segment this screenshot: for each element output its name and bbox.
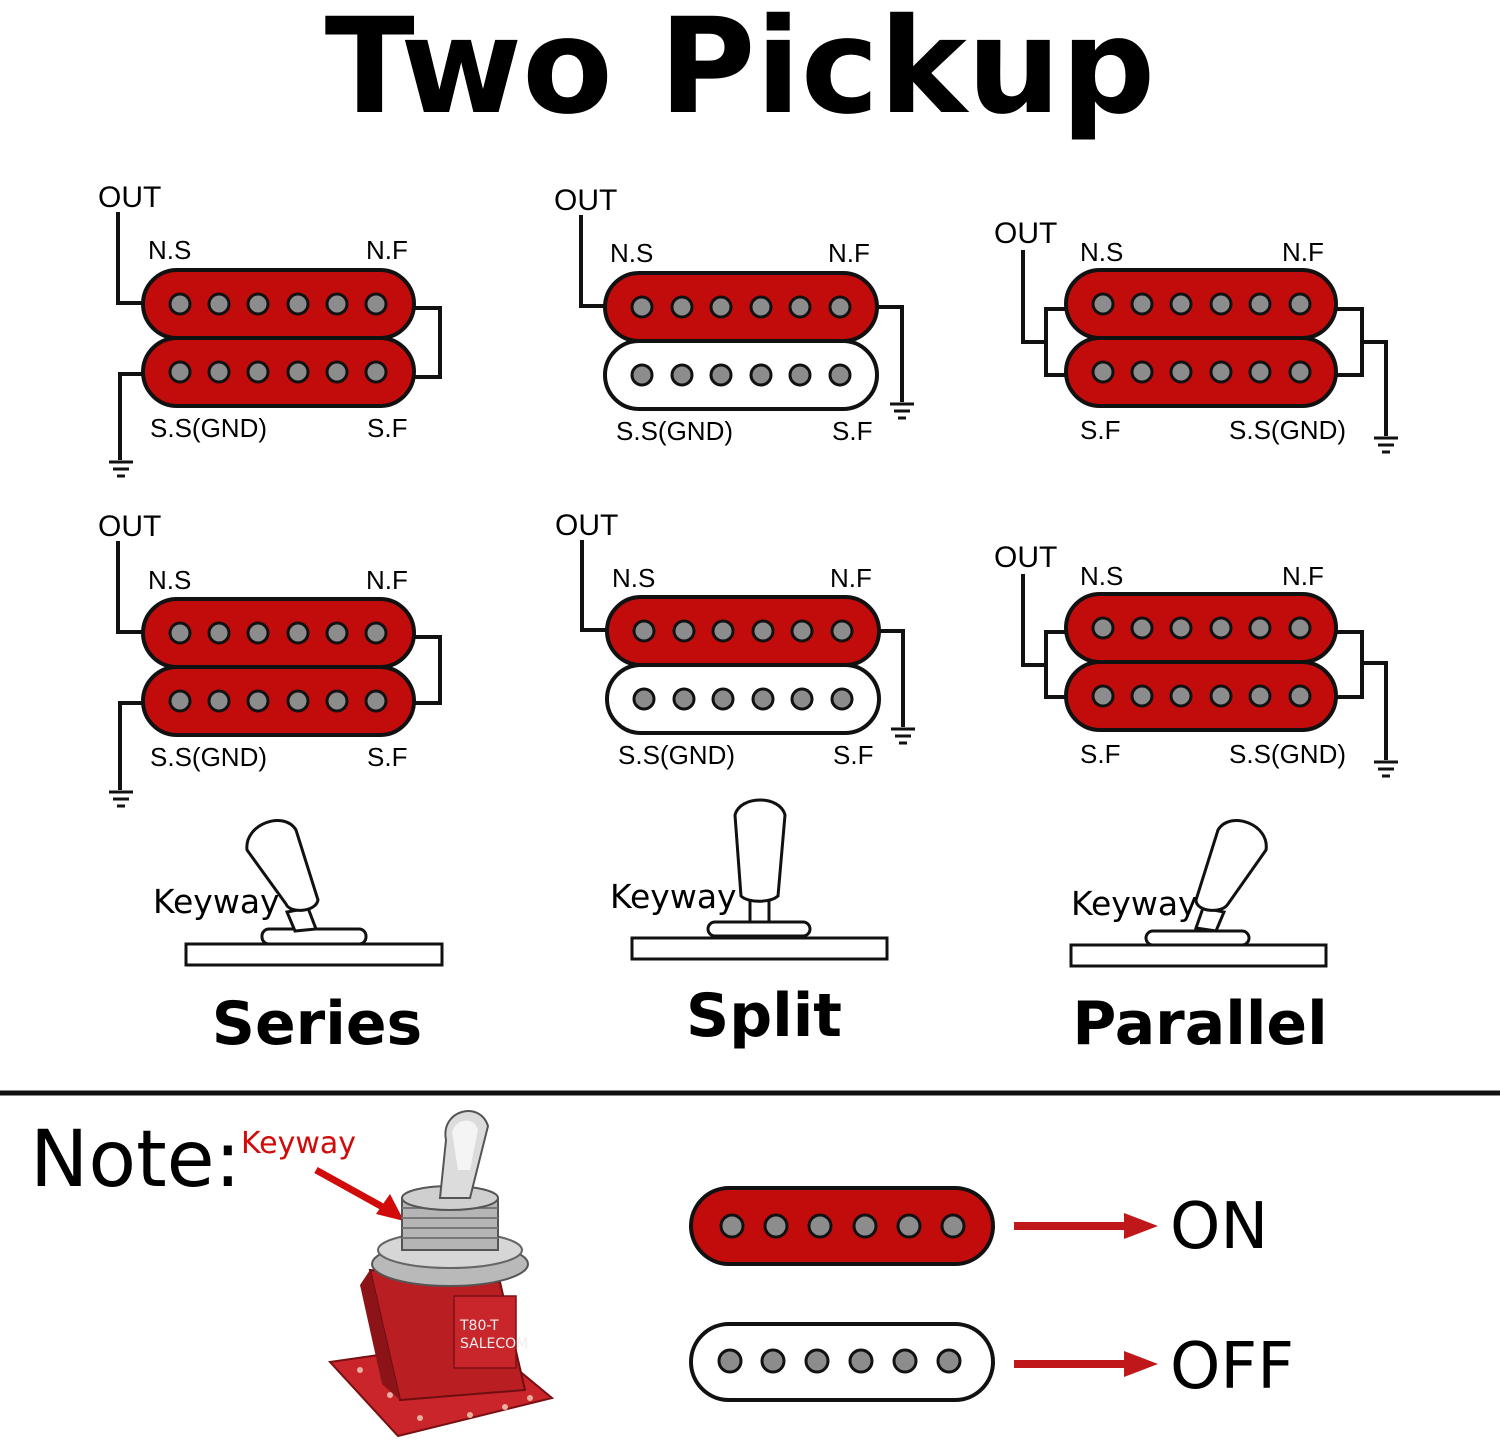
sf-label: S.F (367, 413, 407, 443)
coil-north (605, 595, 881, 667)
toggle-lever-icon (245, 819, 320, 933)
ground-icon (109, 790, 133, 808)
nf-label: N.F (366, 235, 408, 265)
ss-gnd-label: S.S(GND) (1229, 415, 1346, 445)
toggle-lever-icon (733, 798, 787, 924)
coil-south (1064, 336, 1338, 408)
sf-label: S.F (1080, 739, 1120, 769)
nf-label: N.F (830, 563, 872, 593)
nf-label: N.F (828, 238, 870, 268)
ns-label: N.S (1080, 237, 1123, 267)
keyway-label: Keyway (1071, 884, 1198, 923)
ns-label: N.S (148, 235, 191, 265)
sf-label: S.F (832, 416, 872, 446)
split-diagram-1: OUT N.S N.F S.S(GND) S.F (554, 184, 914, 446)
coil-north (603, 271, 879, 343)
legend-on-label: ON (1170, 1190, 1268, 1264)
toggle-parallel: Keyway Parallel (1069, 819, 1328, 1059)
out-label: OUT (554, 184, 617, 217)
nf-label: N.F (1282, 237, 1324, 267)
keyway-label: Keyway (153, 882, 280, 921)
keyway-label: Keyway (610, 877, 737, 916)
ns-label: N.S (612, 563, 655, 593)
keyway-callout-label: Keyway (241, 1126, 356, 1161)
ss-gnd-label: S.S(GND) (1229, 739, 1346, 769)
sf-label: S.F (833, 740, 873, 770)
arrow-icon (1014, 1351, 1158, 1377)
toggle-switch-photo: T80-T SALECOM (327, 1110, 555, 1438)
ground-icon (109, 460, 133, 478)
nf-label: N.F (1282, 561, 1324, 591)
out-label: OUT (994, 217, 1057, 250)
mode-label-split: Split (686, 981, 842, 1051)
toggle-lever-icon (1193, 819, 1268, 933)
sf-label: S.F (367, 742, 407, 772)
arrow-icon (314, 1166, 404, 1221)
coil-south (141, 336, 416, 408)
legend-off: OFF (689, 1322, 1294, 1404)
ground-icon (1374, 760, 1398, 778)
toggle-split: Keyway Split (610, 798, 889, 1051)
ground-icon (890, 402, 914, 420)
coil-south (141, 665, 416, 737)
out-label: OUT (994, 541, 1057, 574)
ss-gnd-label: S.S(GND) (150, 413, 267, 443)
ss-gnd-label: S.S(GND) (618, 740, 735, 770)
coil-north (1064, 592, 1338, 664)
series-diagram-2: OUT N.S N.F S.S(GND) S.F (98, 510, 442, 808)
out-label: OUT (555, 509, 618, 542)
note-heading: Note: (30, 1115, 241, 1205)
ns-label: N.S (610, 238, 653, 268)
ss-gnd-label: S.S(GND) (616, 416, 733, 446)
ns-label: N.S (148, 565, 191, 595)
mode-label-parallel: Parallel (1072, 989, 1327, 1059)
coil-south-off (605, 663, 881, 735)
sf-label: S.F (1080, 415, 1120, 445)
page-title: Two Pickup (325, 0, 1156, 144)
ss-gnd-label: S.S(GND) (150, 742, 267, 772)
ns-label: N.S (1080, 561, 1123, 591)
out-label: OUT (98, 181, 161, 214)
switch-stamp-brand: SALECOM (460, 1336, 528, 1352)
split-diagram-2: OUT N.S N.F S.S(GND) S.F (555, 509, 915, 770)
arrow-icon (1014, 1213, 1158, 1239)
coil-south-off (603, 339, 879, 411)
out-label: OUT (98, 510, 161, 543)
switch-stamp-model: T80-T (459, 1318, 499, 1334)
nf-label: N.F (366, 565, 408, 595)
parallel-diagram-2: OUT N.S N.F S.F S.S(GND) (994, 541, 1398, 778)
series-diagram-1: OUT N.S N.F S.S(GND) S.F (98, 181, 442, 478)
ground-icon (891, 727, 915, 745)
ground-icon (1374, 436, 1398, 454)
toggle-series: Keyway Series (153, 819, 444, 1059)
coil-north (141, 268, 416, 340)
coil-south (1064, 660, 1338, 732)
legend-off-label: OFF (1170, 1330, 1294, 1404)
parallel-diagram-1: OUT N.S N.F S.F S.S(GND) (994, 217, 1398, 454)
coil-north (1064, 268, 1338, 340)
legend-on: ON (689, 1186, 1268, 1266)
coil-north (141, 597, 416, 669)
mode-label-series: Series (212, 989, 422, 1059)
